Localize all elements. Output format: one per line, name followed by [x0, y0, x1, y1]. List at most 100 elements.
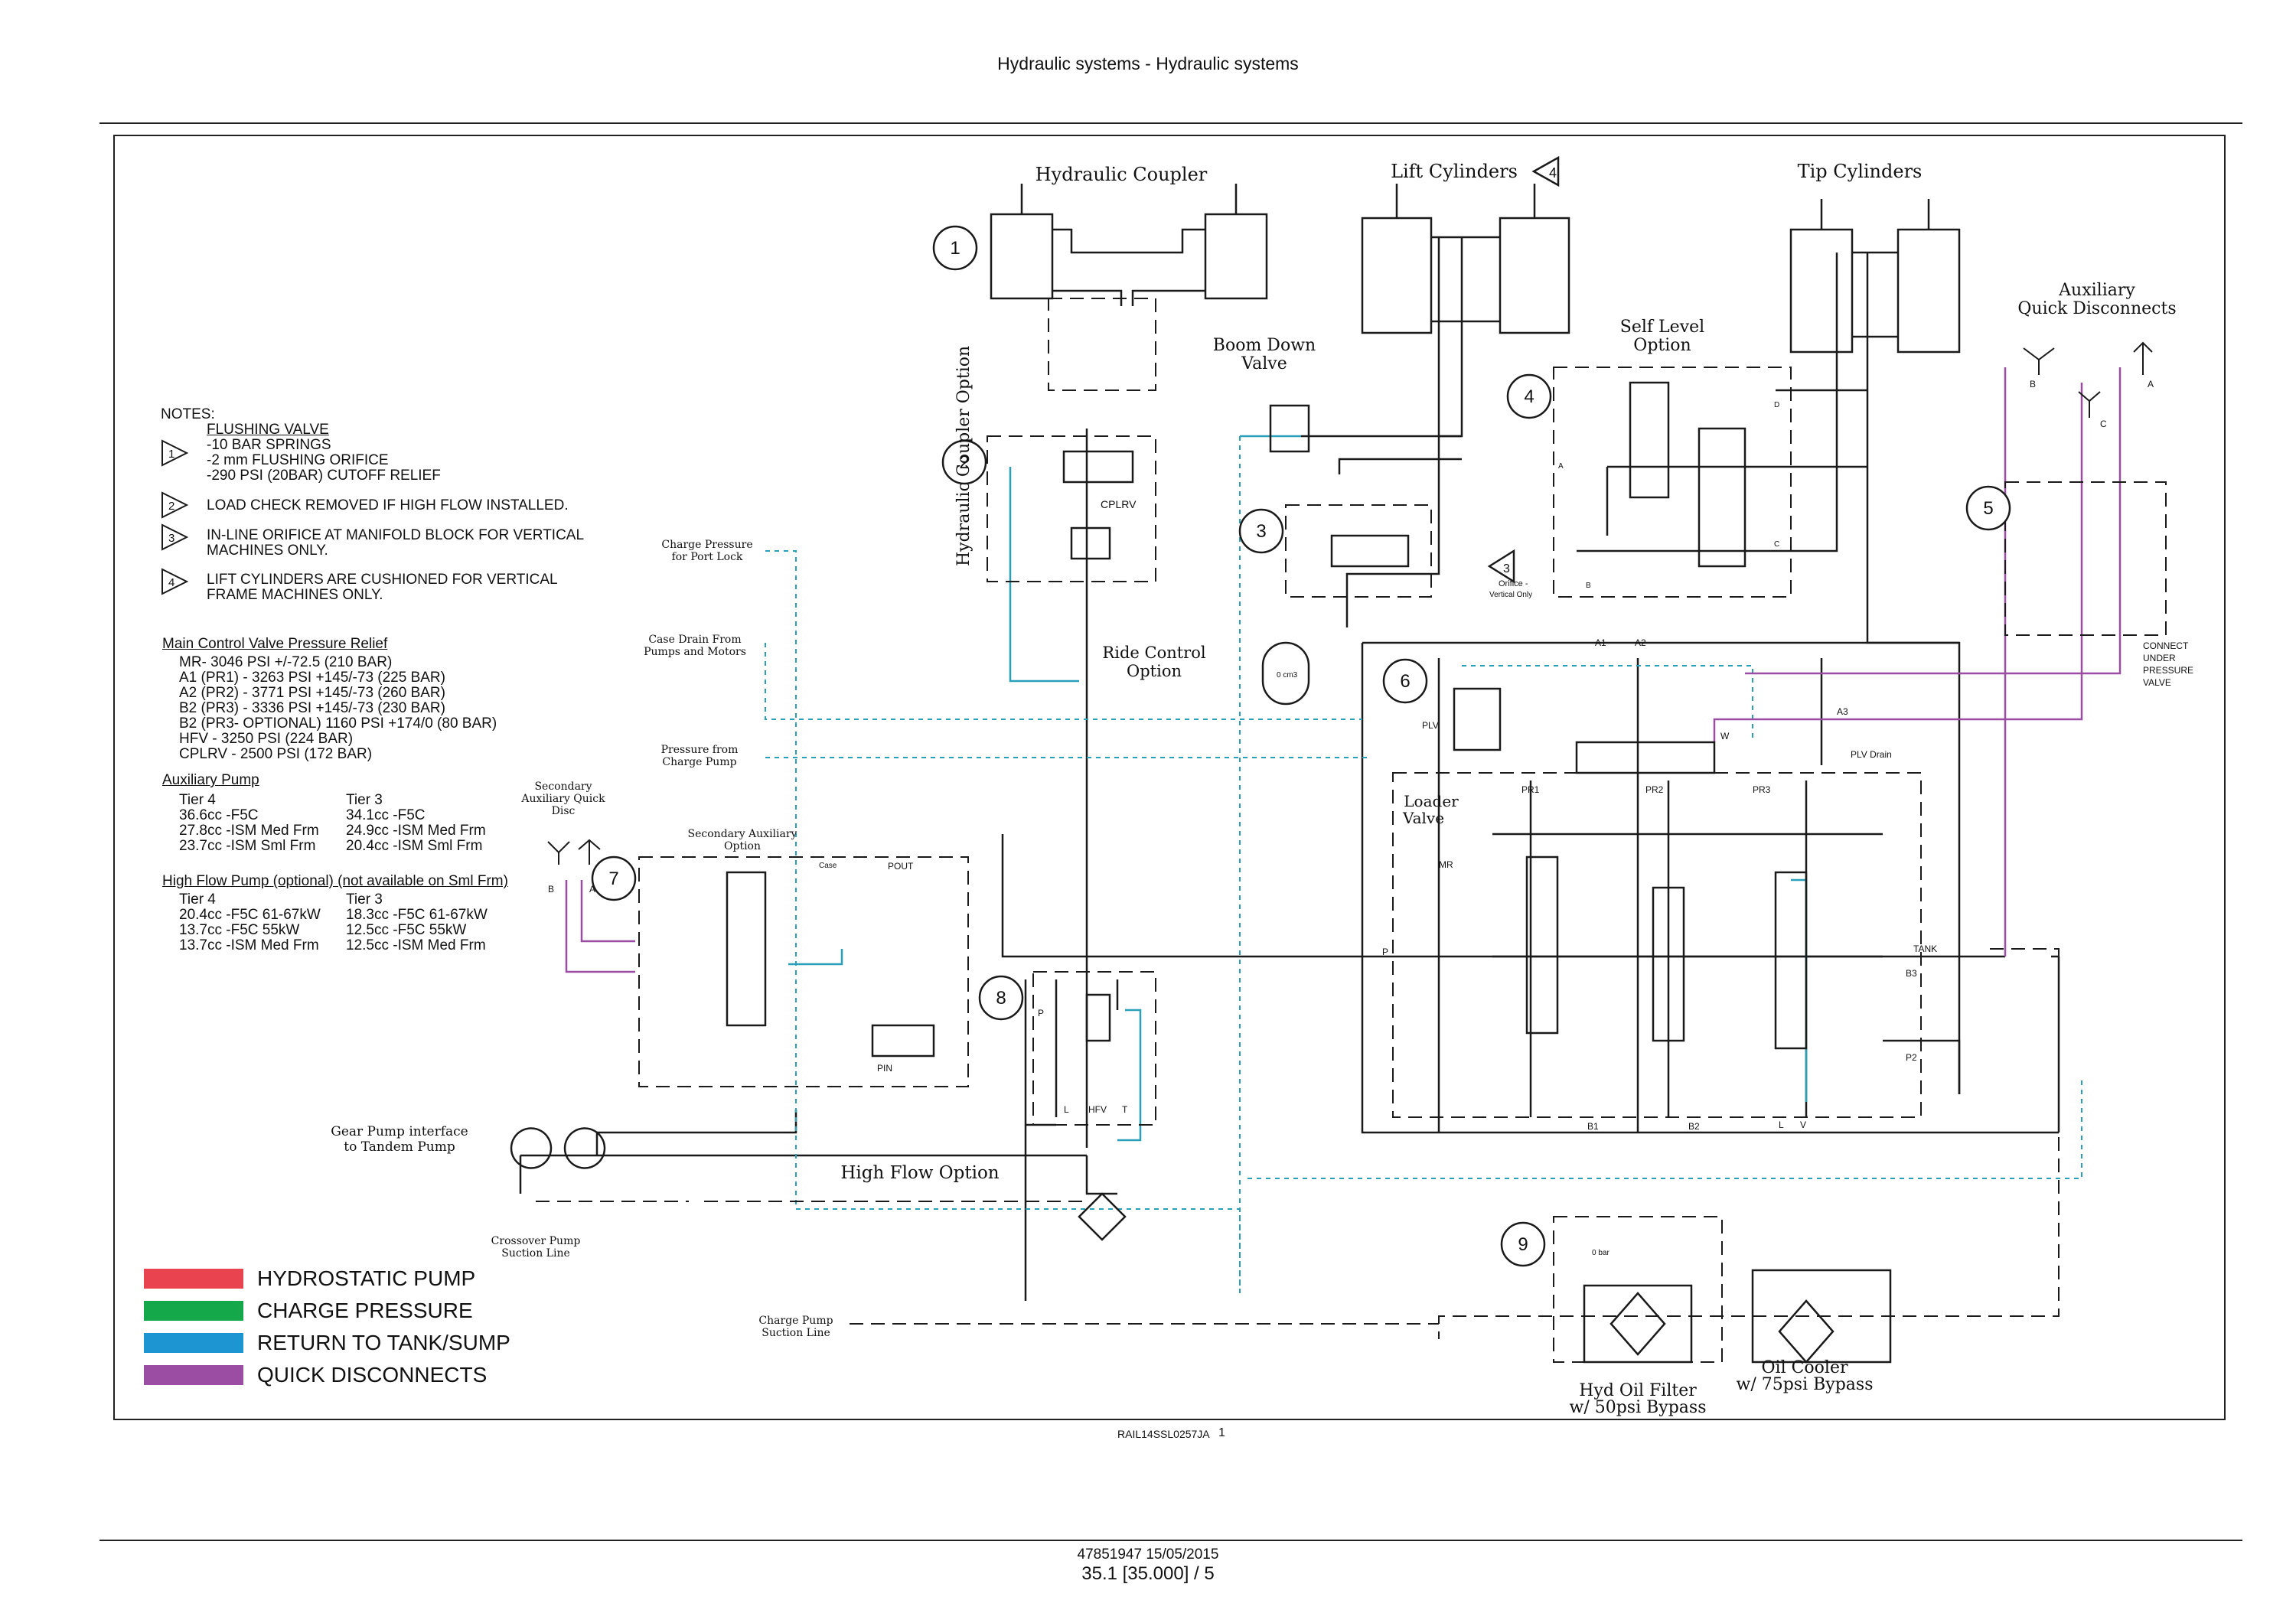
callout-2 [941, 439, 987, 485]
cooler-outline [1751, 1269, 1892, 1364]
note-4: LIFT CYLINDERS ARE CUSHIONED FOR VERTICA… [207, 572, 558, 603]
label-connect-1: CONNECT [2143, 640, 2189, 651]
high-flow-pump-heading: High Flow Pump (optional) (not available… [162, 873, 508, 889]
label-plv: PLV [1422, 720, 1439, 731]
label-filter-1: Hyd Oil Filter [1579, 1381, 1697, 1400]
note-3-marker [1487, 549, 1515, 584]
label-filter-2: w/ 50psi Bypass [1569, 1398, 1706, 1417]
label-secondary-qd-3: Disc [552, 805, 576, 817]
callout-3 [1238, 508, 1284, 554]
diagram-frame [113, 135, 2226, 1420]
loader-main-spool [1575, 741, 1716, 774]
hfv-valve [1085, 993, 1111, 1042]
pressure-relief-row: HFV - 3250 PSI (224 BAR) [179, 731, 354, 747]
label-qd-a: A [2148, 379, 2154, 389]
callout-1-num: 1 [950, 238, 960, 259]
label-ride-control-2: Option [1127, 662, 1182, 680]
label-connect-2: UNDER [2143, 653, 2176, 663]
label-charge-suction-2: Suction Line [762, 1327, 830, 1339]
label-coupler-option: Hydraulic Coupler Option [954, 346, 974, 566]
note-1-line-2: -10 BAR SPRINGS [207, 437, 331, 453]
high-flow-row: 13.7cc -F5C 55kW [179, 922, 300, 938]
cooler-diamond [1778, 1299, 1835, 1364]
aux-pump-tier3-label: Tier 3 [346, 792, 383, 808]
plv-valve [1453, 687, 1502, 751]
note-1: FLUSHING VALVE -10 BAR SPRINGS -2 mm FLU… [207, 422, 441, 484]
high-flow-tier4-label: Tier 4 [179, 891, 216, 908]
pressure-relief-row: B2 (PR3- OPTIONAL) 1160 PSI +174/0 (80 B… [179, 715, 497, 732]
accumulator [1261, 641, 1310, 706]
coupler-option-box [987, 435, 1156, 582]
note-markers: 1 2 3 4 [161, 439, 189, 595]
callout-7-num: 7 [608, 869, 618, 889]
label-crossover-2: Suction Line [501, 1247, 570, 1260]
label-loader-valve-1: Loader [1404, 792, 1459, 810]
coupler-cylinder-right [1204, 213, 1268, 300]
self-level-valve [1698, 427, 1746, 568]
page-header: Hydraulic systems - Hydraulic systems [997, 54, 1299, 73]
aux-pump-tier3: Tier 3 34.1cc -F5C 24.9cc -ISM Med Frm 2… [346, 793, 486, 854]
secondary-qd-fitting-b [547, 841, 570, 865]
case-drain-line [765, 643, 1362, 720]
note-3-marker-num: 3 [1503, 562, 1510, 575]
filter-outline [1583, 1284, 1693, 1364]
label-gear-pump-1: Gear Pump interface [331, 1124, 468, 1139]
footer-doc-ref: 47851947 15/05/2015 [1077, 1546, 1219, 1563]
drawing-number: 1 [1218, 1426, 1225, 1439]
callout-5-num: 5 [1983, 498, 1993, 519]
high-flow-row: 12.5cc -ISM Med Frm [346, 937, 486, 953]
note-1-line-4: -290 PSI (20BAR) CUTOFF RELIEF [207, 468, 441, 484]
label-tank: TANK [1913, 943, 1937, 954]
lift-cylinder-left [1361, 217, 1433, 334]
pressure-relief-list: MR- 3046 PSI +/-72.5 (210 BAR) A1 (PR1) … [179, 655, 497, 762]
pressure-relief-row: A1 (PR1) - 3263 PSI +145/-73 (225 BAR) [179, 670, 445, 686]
high-flow-tier3-label: Tier 3 [346, 891, 383, 908]
legend-label-charge: CHARGE PRESSURE [257, 1299, 473, 1322]
self-level-box [1553, 367, 1792, 598]
notes-heading: NOTES: [161, 406, 215, 422]
high-flow-box [1032, 971, 1156, 1126]
aux-pump-row: 20.4cc -ISM Sml Frm [346, 838, 483, 854]
label-self-level-c: C [1774, 540, 1779, 549]
high-flow-tier3: Tier 3 18.3cc -F5C 61-67kW 12.5cc -F5C 5… [346, 892, 488, 953]
label-a2: A2 [1635, 637, 1646, 648]
label-aux-qd-1: Auxiliary [2058, 281, 2135, 300]
label-self-level-d: D [1774, 401, 1779, 409]
label-qd-c: C [2100, 419, 2107, 429]
note-3-icon [161, 523, 189, 551]
label-secondary-aux-1: Secondary Auxiliary [688, 828, 797, 840]
boom-down-valve [1269, 404, 1310, 453]
ride-control-spool [1330, 534, 1410, 568]
label-self-level-a: A [1558, 462, 1564, 471]
qd-fitting-b [2023, 347, 2055, 375]
legend-swatch-charge [144, 1301, 243, 1321]
label-secondary-qd-2: Auxiliary Quick [520, 793, 605, 805]
label-t-hf: T [1122, 1104, 1128, 1115]
coupler-spool [1062, 450, 1134, 484]
footer-page-ref: 35.1 [35.000] / 5 [1081, 1563, 1215, 1584]
inline-filter-diamond [1078, 1192, 1127, 1241]
pressure-relief-row: A2 (PR2) - 3771 PSI +145/-73 (260 BAR) [179, 685, 445, 701]
note-4-line-1: LIFT CYLINDERS ARE CUSHIONED FOR VERTICA… [207, 572, 558, 588]
label-b1: B1 [1587, 1121, 1599, 1132]
label-boom-down-1: Boom Down [1213, 336, 1316, 355]
label-charge-port-lock-1: Charge Pressure [661, 539, 752, 551]
aux-pump-row: 36.6cc -F5C [179, 807, 259, 823]
label-p-main: P [1382, 947, 1388, 957]
cplrv-valve [1070, 526, 1111, 560]
loader-valve-box [1392, 772, 1922, 1118]
label-boom-down-2: Valve [1241, 354, 1287, 373]
label-high-flow-option: High Flow Option [840, 1163, 999, 1183]
note-2-icon [161, 491, 189, 519]
aux-pump-heading: Auxiliary Pump [162, 772, 259, 788]
legend-swatch-hydrostatic [144, 1269, 243, 1289]
label-w: W [1720, 731, 1730, 741]
label-pressure-charge-1: Pressure from [661, 744, 739, 756]
loader-section-1 [1525, 855, 1559, 1035]
callout-8-num: 8 [996, 988, 1006, 1009]
label-mr: MR [1439, 859, 1453, 870]
note-4-line-2: FRAME MACHINES ONLY. [207, 587, 383, 603]
high-flow-tier4: Tier 4 20.4cc -F5C 61-67kW 13.7cc -F5C 5… [179, 892, 321, 953]
callout-3-num: 3 [1256, 521, 1266, 542]
note-2: LOAD CHECK REMOVED IF HIGH FLOW INSTALLE… [207, 497, 569, 513]
